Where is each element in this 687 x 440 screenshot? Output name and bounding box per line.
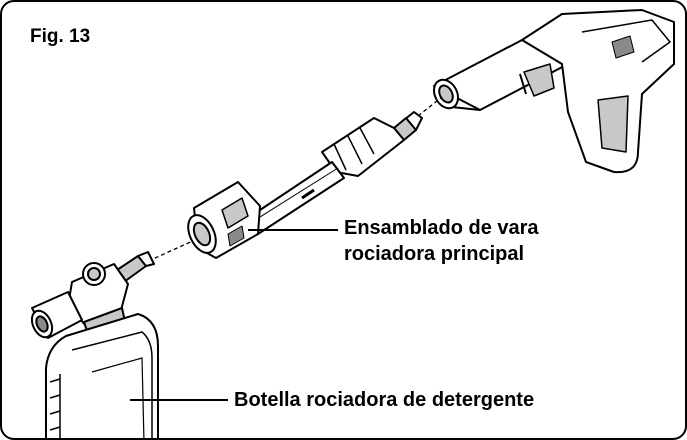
detergent-bottle-label: Botella rociadora de detergente (234, 389, 535, 411)
wand-label-line-1: Ensamblado de vara (344, 217, 539, 239)
detergent-bottle (30, 251, 159, 438)
wand-label-line-2: rociadora principal (344, 243, 525, 265)
wand-assembly-label: Ensamblado de vara rociadora principal (344, 215, 539, 267)
figure-label: Fig. 13 (30, 26, 91, 47)
wand-assembly (187, 111, 423, 259)
spray-gun (433, 9, 675, 174)
